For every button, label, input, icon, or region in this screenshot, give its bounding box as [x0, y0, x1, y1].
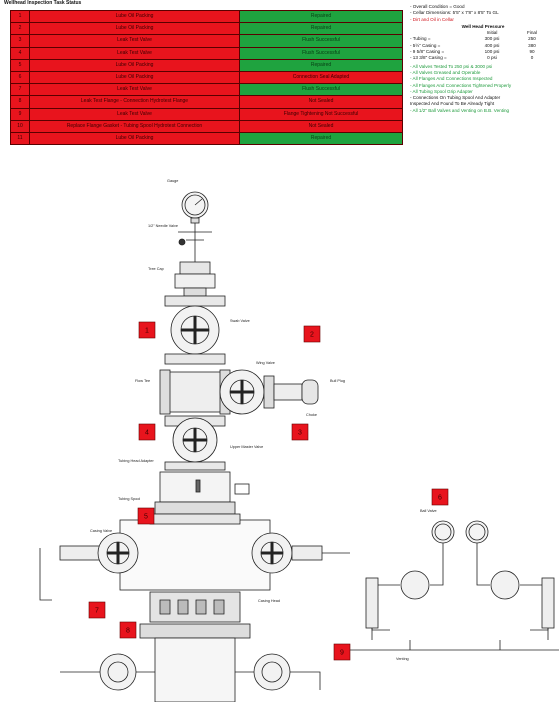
- callout-1: 1: [138, 321, 156, 339]
- label-casing-valve: Casing Valve: [90, 529, 112, 533]
- pressure-initial: 300 psi: [484, 36, 500, 42]
- svg-text:8: 8: [126, 628, 130, 635]
- pressure-label: - Tubing =: [410, 36, 431, 42]
- callout-6: 6: [431, 488, 449, 506]
- svg-text:6: 6: [438, 495, 442, 502]
- note-line: Inspected And Found To Be Already Tight: [410, 101, 495, 107]
- row-task: Lube Oil Packing: [29, 9, 240, 24]
- pressure-col-initial: Initial: [486, 30, 498, 36]
- pressure-label: - 13 3/8" Casing =: [410, 55, 447, 61]
- pressure-row: - Tubing = 300 psi 250: [410, 36, 556, 42]
- svg-text:9: 9: [340, 650, 344, 657]
- note-line: - Overall Condition = Good: [410, 4, 465, 9]
- pressure-initial: 0 psi: [487, 55, 497, 61]
- label-tree-cap: Tree Cap: [148, 267, 164, 271]
- callout-3: 3: [291, 423, 309, 441]
- label-adapter: Tubing Head Adapter: [118, 459, 154, 463]
- pressure-table: Well Head Pressure Initial Final - Tubin…: [410, 24, 556, 62]
- pressure-label: - 5½" Casing =: [410, 42, 441, 48]
- note-line: - All Tubing Spool Grip Adapter: [410, 88, 473, 94]
- pressure-initial: 400 psi: [484, 42, 500, 48]
- pressure-header: Initial Final: [410, 30, 556, 36]
- label-swab: Swab Valve: [230, 319, 250, 323]
- callout-5: 5: [137, 507, 155, 525]
- svg-text:1: 1: [145, 328, 149, 335]
- row-task: Leak Test Valve: [29, 107, 240, 121]
- pressure-final: 380: [528, 42, 536, 48]
- row-task: Lube Oil Packing: [29, 131, 240, 146]
- svg-text:2: 2: [310, 332, 314, 339]
- row-number: 8: [10, 95, 30, 109]
- pressure-row: - 9 5/8" Casing = 100 psi 90: [410, 49, 556, 55]
- row-number: 1: [10, 9, 30, 24]
- row-result: Not Sealed: [239, 95, 403, 109]
- label-tee: Flow Tee: [135, 379, 150, 383]
- inspection-notes: - Overall Condition = Good- Cellar Dimen…: [410, 4, 556, 114]
- row-number: 5: [10, 58, 30, 72]
- row-task: Replace Flange Gasket - Tubing Spool Hyd…: [29, 119, 240, 133]
- row-result: Connection Seal Adapted: [239, 70, 403, 85]
- note-line: - Connections On Tubing Spool And Adapte…: [410, 95, 501, 101]
- row-result: Repaired: [239, 131, 403, 146]
- label-wing: Wing Valve: [256, 361, 275, 365]
- label-casing-head: Casing Head: [258, 599, 280, 603]
- row-task: Lube Oil Packing: [29, 58, 240, 72]
- callout-7: 7: [88, 601, 106, 619]
- label-choke: Choke: [306, 413, 317, 417]
- note-line: - All Flanges And Connections Inspected: [410, 76, 493, 82]
- pressure-initial: 100 psi: [484, 49, 500, 55]
- callout-4: 4: [138, 423, 156, 441]
- note-line: - All Valves Greased and Operable: [410, 69, 481, 75]
- row-task: Leak Test Valve: [29, 46, 240, 60]
- label-spool: Tubing Spool: [118, 497, 140, 501]
- label-bull: Bull Plug: [330, 379, 345, 383]
- label-ball-valve: Ball Valve: [420, 509, 437, 513]
- row-result: Flush Successful: [239, 46, 403, 60]
- label-master-upper: Upper Master Valve: [230, 445, 263, 449]
- note-line: - Dirt and Oil in Cellar: [410, 16, 454, 22]
- svg-text:4: 4: [145, 430, 149, 437]
- pressure-row: - 5½" Casing = 400 psi 380: [410, 43, 556, 49]
- row-result: Repaired: [239, 58, 403, 72]
- label-needle: 1/2" Needle Valve: [148, 224, 178, 228]
- page-header: Wellhead Inspection Task Status: [4, 0, 82, 6]
- label-venting: Venting: [396, 657, 409, 661]
- pressure-col-final: Final: [527, 30, 537, 36]
- svg-text:3: 3: [298, 430, 302, 437]
- pressure-final: 90: [529, 49, 535, 55]
- label-gauge: Gauge: [167, 179, 178, 183]
- svg-text:7: 7: [95, 608, 99, 615]
- pressure-final: 0: [530, 55, 534, 61]
- note-line: - All Flanges And Connections Tightened …: [410, 82, 512, 88]
- pressure-row: - 13 3/8" Casing = 0 psi 0: [410, 55, 556, 61]
- note-line: - All 1/2" Ball Valves and Venting on B.…: [410, 107, 510, 113]
- callout-9: 9: [333, 643, 351, 661]
- pressure-final: 250: [528, 36, 536, 42]
- pressure-title: Well Head Pressure: [461, 23, 505, 29]
- note-line: - Cellar Dimensions: 5'5" x 7'8" x 8'5" …: [410, 10, 499, 16]
- callout-2: 2: [303, 325, 321, 343]
- svg-text:5: 5: [144, 514, 148, 521]
- note-line: - All Valves Tested To 250 psi & 3000 ps…: [410, 63, 493, 69]
- callout-8: 8: [119, 621, 137, 639]
- pressure-label: - 9 5/8" Casing =: [410, 49, 445, 55]
- row-result: Repaired: [239, 22, 403, 36]
